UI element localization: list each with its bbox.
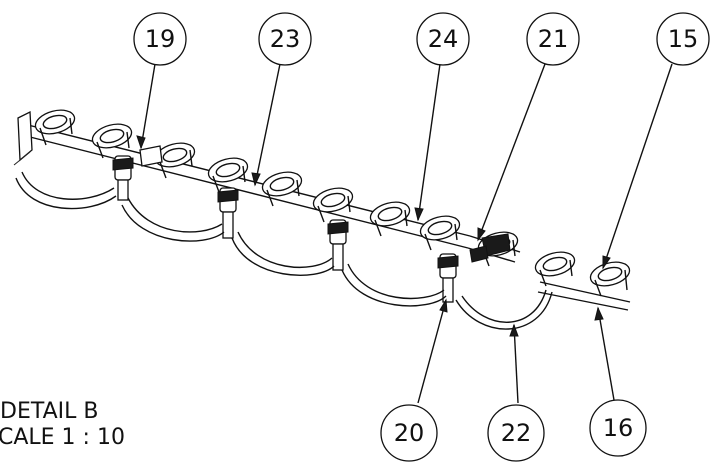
leader-19 xyxy=(136,63,156,150)
balloon-16: 16 xyxy=(589,399,647,457)
detail-caption: DETAIL B CALE 1 : 10 xyxy=(0,399,125,450)
balloon-22: 22 xyxy=(487,404,545,462)
valve-6 xyxy=(139,145,163,167)
balloon-21-label: 21 xyxy=(538,25,569,53)
leader-24 xyxy=(414,63,441,222)
outlet-6 xyxy=(312,187,354,223)
flange-outlets xyxy=(34,109,631,297)
outlet-2 xyxy=(91,123,133,159)
detail-title: DETAIL B xyxy=(0,399,98,424)
valve-5 xyxy=(469,233,511,263)
valve-1 xyxy=(112,155,134,201)
balloon-15-label: 15 xyxy=(668,25,699,53)
balloon-23-label: 23 xyxy=(270,25,301,53)
balloon-24: 24 xyxy=(416,12,470,66)
balloon-19: 19 xyxy=(133,12,187,66)
leader-21 xyxy=(477,63,546,242)
balloon-23: 23 xyxy=(258,12,312,66)
balloons: 19 23 24 21 15 20 22 16 xyxy=(133,12,710,462)
balloon-21: 21 xyxy=(526,12,580,66)
balloon-16-label: 16 xyxy=(603,414,634,442)
valve-fittings xyxy=(112,145,511,303)
balloon-22-label: 22 xyxy=(501,419,532,447)
outlet-11 xyxy=(589,261,631,297)
leader-20 xyxy=(417,298,448,404)
balloon-24-label: 24 xyxy=(428,25,459,53)
leader-16 xyxy=(594,306,615,401)
outlet-1 xyxy=(34,109,76,146)
leader-23 xyxy=(251,63,281,187)
leader-22 xyxy=(509,323,519,404)
balloon-15: 15 xyxy=(656,12,710,66)
outlet-8 xyxy=(419,215,461,251)
outlet-4 xyxy=(207,157,249,193)
valve-3 xyxy=(327,219,349,271)
detail-scale: CALE 1 : 10 xyxy=(0,425,125,450)
hoses xyxy=(15,171,553,330)
balloon-19-label: 19 xyxy=(145,25,176,53)
manifold-assembly xyxy=(13,109,631,330)
valve-4 xyxy=(437,253,459,303)
valve-2 xyxy=(217,187,239,239)
balloon-20: 20 xyxy=(380,404,438,462)
leader-15 xyxy=(602,63,673,270)
balloon-20-label: 20 xyxy=(394,419,425,447)
outlet-7 xyxy=(369,201,411,237)
outlet-10 xyxy=(534,251,576,287)
leader-lines xyxy=(136,63,673,404)
outlet-5 xyxy=(261,171,303,207)
